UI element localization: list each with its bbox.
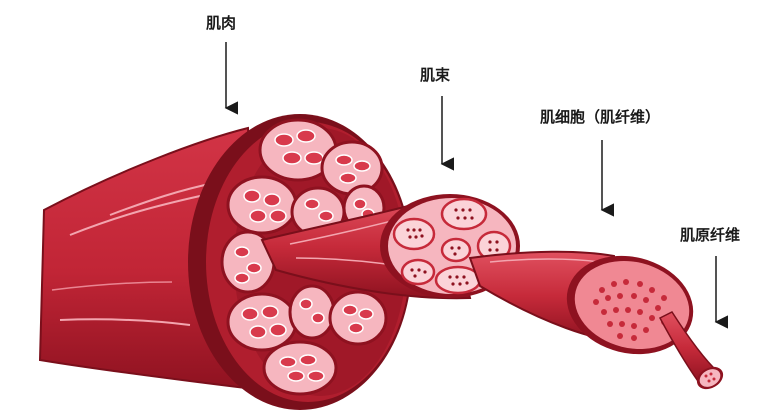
fascicle-section — [226, 175, 298, 235]
fiber-section — [392, 217, 436, 251]
fiber-section — [400, 258, 436, 286]
label-muscle: 肌肉 — [206, 14, 236, 32]
label-myofibril: 肌原纤维 — [680, 226, 740, 244]
label-fascicle: 肌束 — [420, 66, 451, 84]
fascicle-section — [328, 290, 388, 346]
myofibril — [658, 311, 724, 390]
fiber-cross-section — [593, 279, 667, 341]
fiber-section — [434, 265, 482, 295]
fiber-section — [440, 197, 488, 231]
muscle-fiber — [468, 250, 694, 355]
label-muscle-fiber: 肌细胞（肌纤维） — [540, 108, 660, 126]
muscle-cross-section — [220, 118, 388, 396]
fascicle-cross-section — [392, 197, 512, 295]
fascicle-section — [288, 284, 336, 340]
fiber-section — [476, 230, 512, 262]
fascicle-section — [226, 292, 298, 352]
fiber-section — [440, 237, 472, 263]
fascicle-section — [320, 140, 384, 196]
fascicle-section — [262, 340, 338, 396]
